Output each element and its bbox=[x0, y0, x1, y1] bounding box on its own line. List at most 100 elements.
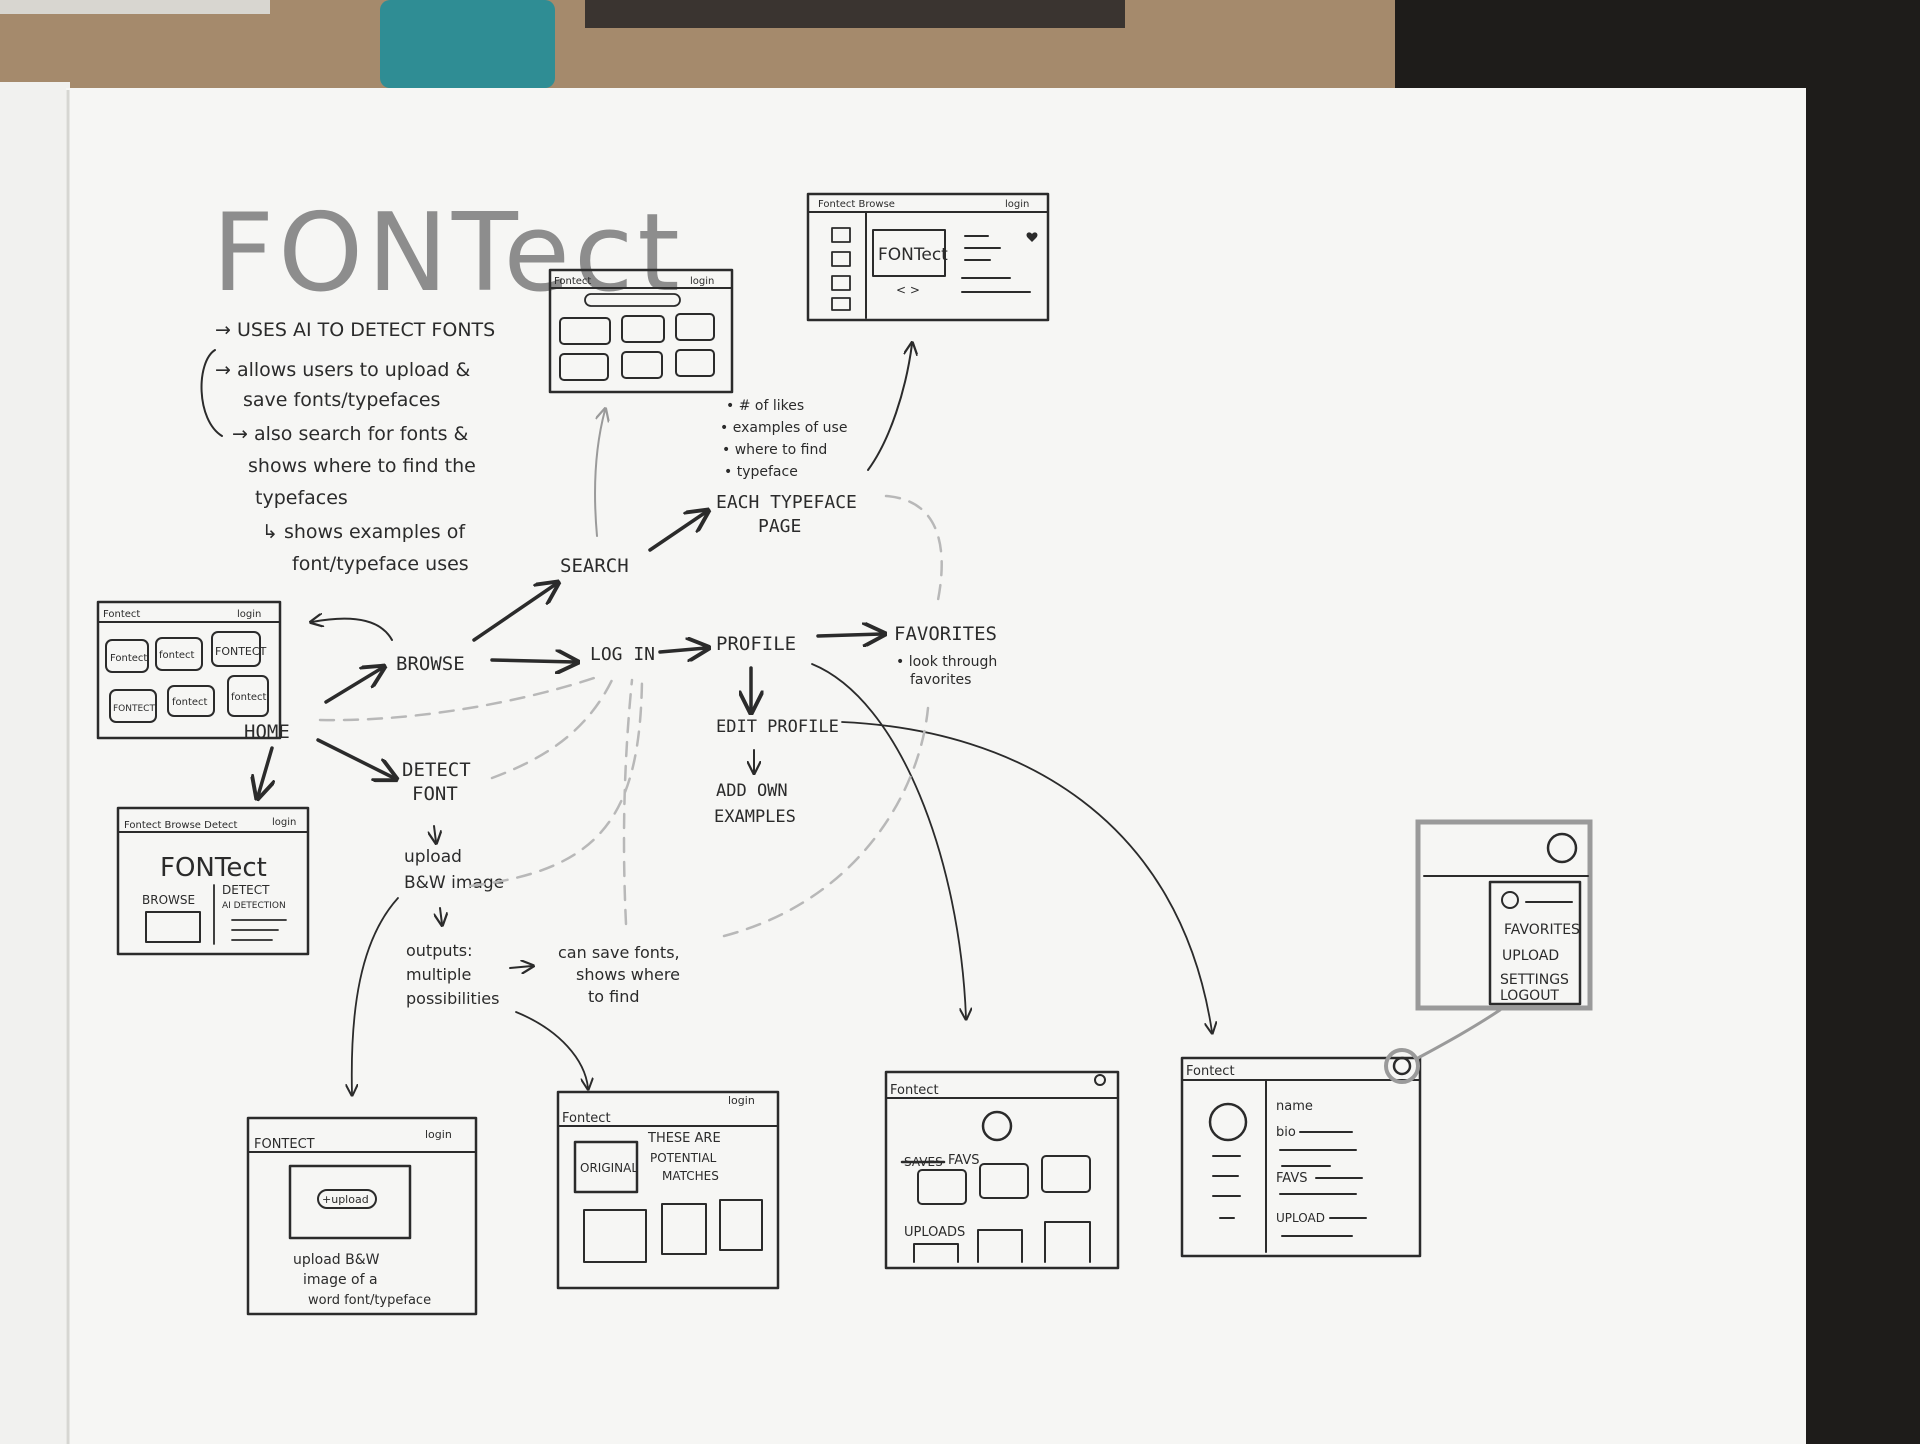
wf-landing-detect-1: DETECT bbox=[222, 883, 270, 897]
wf-edit-avatar-icon bbox=[1392, 1056, 1412, 1076]
wireframe-profile: Fontect SAVES FAVS UPLOADS bbox=[884, 1070, 1120, 1270]
node-edit-profile: EDIT PROFILE bbox=[716, 717, 839, 737]
wf-upload-caption-1: upload B&W bbox=[293, 1252, 380, 1268]
app-title: FONTect bbox=[212, 191, 684, 316]
wf-home-tile-1: Fontect bbox=[110, 653, 147, 664]
node-favorites: FAVORITES bbox=[894, 623, 997, 645]
wf-search-bar bbox=[584, 293, 681, 307]
wf-profile-brand: Fontect bbox=[890, 1083, 939, 1098]
intro-line-6: typefaces bbox=[255, 487, 348, 509]
node-detect-font-2: FONT bbox=[412, 783, 458, 805]
menu-item-logout: LOGOUT bbox=[1500, 988, 1559, 1004]
wf-landing-detect-2: AI DETECTION bbox=[222, 901, 286, 911]
node-add-own-2: EXAMPLES bbox=[714, 807, 796, 827]
intro-line-8: font/typeface uses bbox=[292, 553, 469, 575]
node-home: HOME bbox=[244, 721, 290, 743]
typeface-bullet-3: • where to find bbox=[722, 442, 827, 458]
wf-upload-brand: FONTECT bbox=[254, 1137, 315, 1152]
wf-upload-caption-3: word font/typeface bbox=[308, 1293, 431, 1308]
wf-matches-original: ORIGINAL bbox=[580, 1161, 638, 1175]
typeface-bullet-2: • examples of use bbox=[720, 420, 847, 436]
typeface-bullet-1: • # of likes bbox=[726, 398, 804, 414]
node-detect-font-1: DETECT bbox=[402, 759, 471, 781]
node-login: LOG IN bbox=[590, 644, 655, 665]
intro-line-7: ↳ shows examples of bbox=[262, 521, 466, 543]
node-favorites-note-1: • look through bbox=[896, 654, 997, 670]
sketch-paper bbox=[66, 88, 1806, 1444]
intro-line-1: → USES AI TO DETECT FONTS bbox=[215, 319, 495, 341]
wf-typeface-arrows: < > bbox=[896, 283, 920, 297]
wireframe-edit-profile: Fontect name bio FAVS UPLOAD bbox=[1180, 1056, 1422, 1258]
wireframe-search: Fontect login bbox=[548, 268, 734, 394]
menu-item-favorites: FAVORITES bbox=[1504, 922, 1580, 938]
left-page bbox=[0, 82, 70, 1444]
wireframe-upload: FONTECT login +upload upload B&W image o… bbox=[246, 1116, 478, 1316]
node-outputs-3: possibilities bbox=[406, 989, 499, 1008]
menu-callout: FAVORITES UPLOAD SETTINGS LOGOUT bbox=[1384, 819, 1593, 1084]
menu-item-settings: SETTINGS bbox=[1500, 972, 1569, 988]
node-save-fonts-2: shows where bbox=[576, 965, 680, 984]
wf-landing-nav: Fontect Browse Detect bbox=[124, 820, 238, 831]
intro-line-2: → allows users to upload & bbox=[215, 359, 471, 381]
wf-edit-favs: FAVS bbox=[1276, 1171, 1308, 1186]
wf-home-tile-6: fontect bbox=[231, 692, 267, 703]
wf-home-brand: Fontect bbox=[103, 609, 140, 620]
wf-home-tile-4: FONTECT bbox=[113, 704, 155, 714]
wf-landing-login: login bbox=[272, 817, 296, 828]
wf-edit-upload: UPLOAD bbox=[1276, 1211, 1325, 1225]
wf-typeface-heart-icon bbox=[1026, 232, 1038, 242]
typeface-bullet-4: • typeface bbox=[724, 464, 798, 480]
wireframe-matches: Fontect login ORIGINAL THESE ARE POTENTI… bbox=[556, 1090, 780, 1290]
dark-object bbox=[585, 0, 1125, 28]
wf-home-tile-2: fontect bbox=[159, 650, 195, 661]
node-profile: PROFILE bbox=[716, 633, 796, 655]
node-upload-bw-1: upload bbox=[404, 847, 462, 867]
wf-upload-login: login bbox=[425, 1128, 452, 1141]
wf-home-tile-3: FONTECT bbox=[215, 645, 267, 658]
wf-landing-browse: BROWSE bbox=[142, 893, 195, 907]
wf-upload-caption-2: image of a bbox=[303, 1272, 378, 1288]
intro-line-4: → also search for fonts & bbox=[232, 423, 469, 445]
intro-line-5: shows where to find the bbox=[248, 455, 476, 477]
node-add-own-1: ADD OWN bbox=[716, 781, 788, 801]
node-outputs-2: multiple bbox=[406, 965, 471, 984]
node-browse: BROWSE bbox=[396, 653, 465, 675]
menu-item-upload: UPLOAD bbox=[1502, 948, 1559, 964]
teal-card bbox=[380, 0, 555, 88]
wireframe-landing: Fontect Browse Detect login FONTect BROW… bbox=[116, 806, 310, 956]
flow-arrows bbox=[258, 344, 1212, 1094]
wf-upload-button: +upload bbox=[322, 1193, 369, 1206]
node-save-fonts-1: can save fonts, bbox=[558, 943, 680, 962]
wireframe-typeface: Fontect Browse login FONTect < > bbox=[806, 192, 1050, 322]
wf-home-login: login bbox=[237, 609, 261, 620]
wf-landing-logo: FONTect bbox=[160, 853, 267, 883]
wf-profile-uploads: UPLOADS bbox=[904, 1225, 965, 1240]
wf-home-tile-5: fontect bbox=[172, 697, 208, 708]
wf-matches-heading-2: POTENTIAL bbox=[650, 1151, 717, 1165]
intro-line-3: save fonts/typefaces bbox=[243, 389, 440, 411]
wf-edit-brand: Fontect bbox=[1186, 1064, 1235, 1079]
node-typeface-page-1: EACH TYPEFACE bbox=[716, 492, 857, 513]
node-typeface-page-2: PAGE bbox=[758, 516, 801, 537]
node-upload-bw-2: B&W image bbox=[404, 873, 504, 893]
node-outputs-1: outputs: bbox=[406, 941, 473, 960]
wf-edit-name: name bbox=[1276, 1099, 1313, 1114]
node-save-fonts-3: to find bbox=[588, 987, 640, 1006]
wf-matches-login: login bbox=[728, 1094, 755, 1107]
wf-typeface-logo: FONTect bbox=[878, 245, 948, 265]
node-favorites-note-2: favorites bbox=[910, 672, 971, 688]
binder-strip bbox=[0, 0, 270, 14]
wf-edit-bio: bio bbox=[1276, 1125, 1296, 1140]
wf-matches-brand: Fontect bbox=[562, 1111, 611, 1126]
wf-profile-avatar-icon bbox=[1094, 1074, 1106, 1086]
wf-typeface-brand: Fontect Browse bbox=[818, 199, 895, 210]
dashed-flows bbox=[318, 494, 943, 938]
wf-search-login: login bbox=[690, 276, 714, 287]
wf-profile-favs: FAVS bbox=[948, 1153, 980, 1168]
menu-avatar-icon bbox=[1546, 832, 1578, 864]
node-search: SEARCH bbox=[560, 555, 629, 577]
intro-brace bbox=[200, 349, 223, 437]
wf-matches-heading-3: MATCHES bbox=[662, 1169, 719, 1183]
wireframe-home: Fontect login Fontect fontect FONTECT FO… bbox=[96, 600, 282, 740]
